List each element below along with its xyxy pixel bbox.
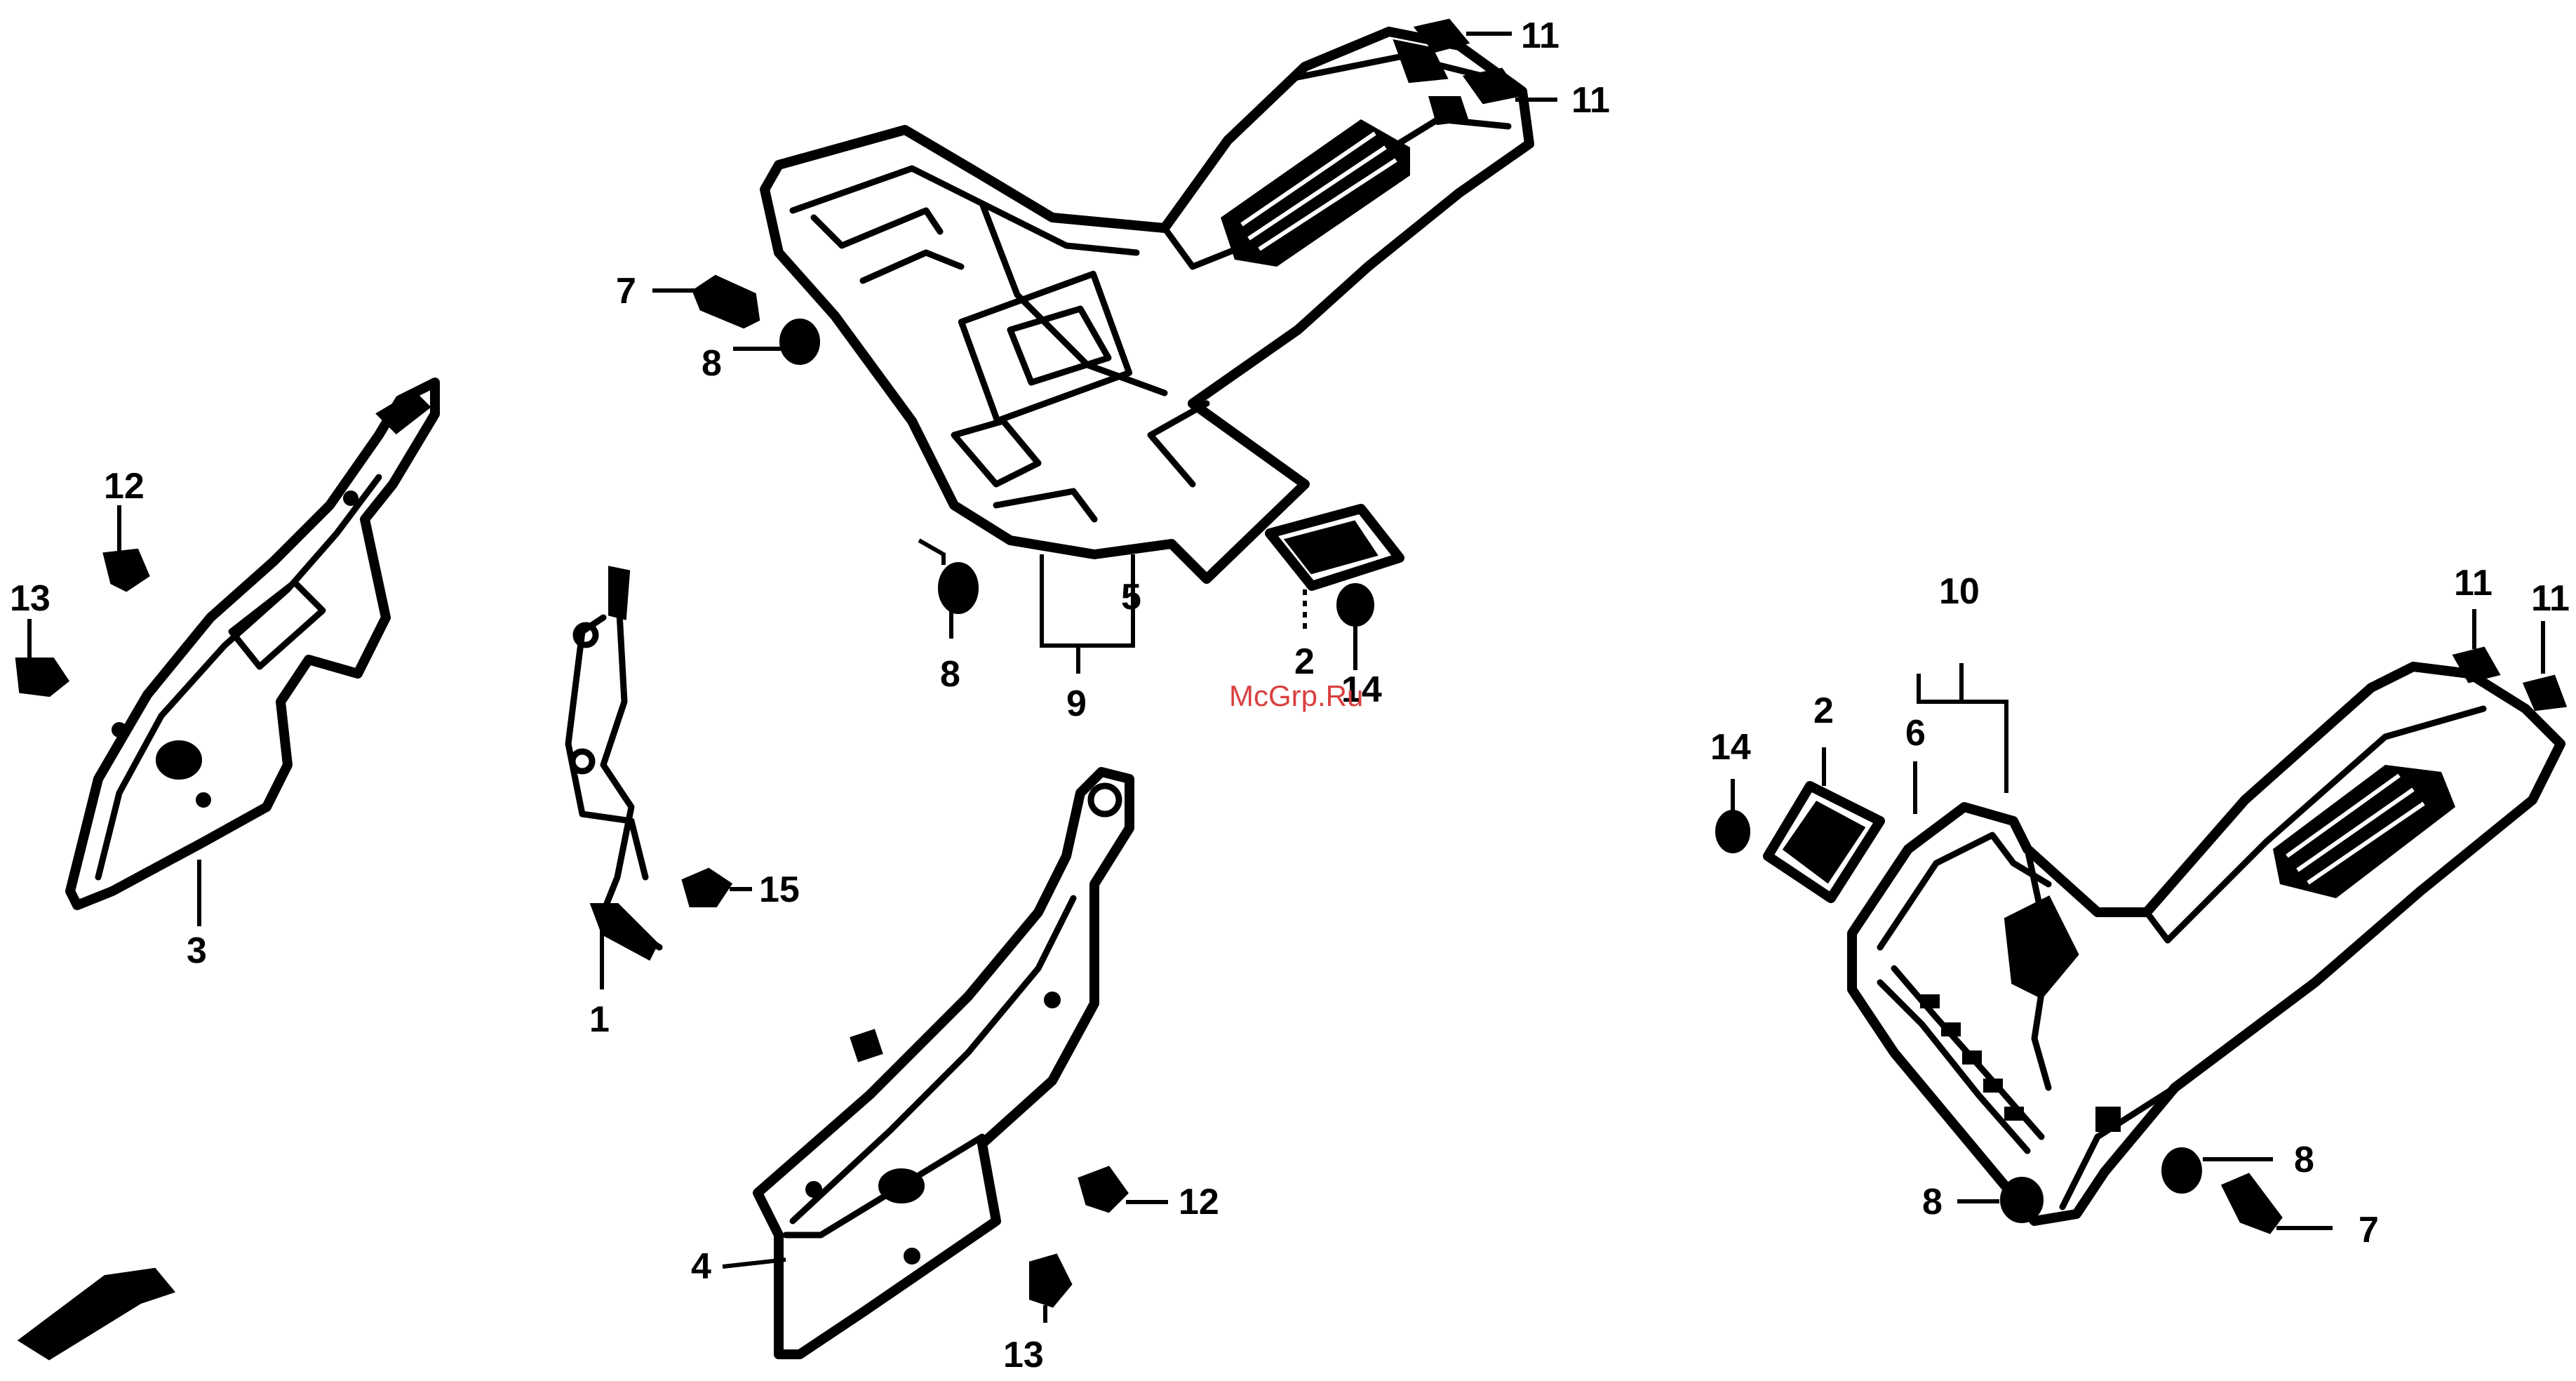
callout-2-right: 2	[1813, 690, 1834, 731]
screw-13-left	[18, 660, 67, 695]
callout-7-top: 7	[616, 271, 636, 312]
watermark-text: McGrp.Ru	[1229, 679, 1363, 712]
callout-13-bottom: 13	[1003, 1335, 1044, 1375]
side-panel-3	[70, 382, 435, 905]
screw-12-bottom	[1080, 1168, 1126, 1210]
callout-11-right-b: 11	[2531, 578, 2570, 619]
callout-5: 5	[1121, 577, 1141, 618]
callout-7-right: 7	[2359, 1210, 2379, 1250]
callout-1: 1	[589, 999, 610, 1040]
bolt-fragment	[21, 1270, 172, 1358]
callout-15: 15	[759, 869, 800, 910]
emblem-2-right	[1768, 786, 1880, 898]
callout-8-right-b: 8	[1922, 1182, 1943, 1222]
side-cover-right	[1852, 667, 2561, 1221]
callout-6: 6	[1905, 713, 1926, 754]
screw-13-bottom	[1031, 1256, 1070, 1305]
callout-12-left: 12	[104, 466, 145, 507]
grommet-8-top-b	[940, 564, 977, 612]
grommet-14-top	[1339, 585, 1372, 625]
callout-2-top: 2	[1294, 641, 1315, 682]
screw-15	[684, 870, 730, 905]
screw-7-top	[695, 277, 758, 326]
callout-9: 9	[1066, 683, 1087, 724]
callout-14-right: 14	[1710, 727, 1751, 768]
callout-3: 3	[187, 930, 207, 971]
screw-7-right	[2224, 1175, 2280, 1232]
callout-8-top-a: 8	[702, 343, 722, 384]
callout-8-top-b: 8	[940, 654, 960, 695]
bracket-1	[568, 568, 659, 958]
grommet-8-right-b	[2002, 1179, 2041, 1221]
grommet-8-top-a	[781, 321, 818, 363]
callout-4: 4	[691, 1246, 711, 1287]
emblem-2-top	[1270, 509, 1400, 586]
grommet-14-right	[1717, 812, 1748, 851]
callout-13-left: 13	[10, 578, 51, 619]
side-cover-left-upper	[765, 32, 1529, 579]
callout-11-right-a: 11	[2454, 563, 2493, 603]
clip-11-right-b	[2525, 677, 2564, 709]
screw-12-left	[105, 551, 147, 589]
callout-11-top-b: 11	[1571, 80, 1610, 121]
side-panel-4	[758, 772, 1129, 1354]
callout-12-bottom: 12	[1179, 1182, 1219, 1222]
grommet-8-right-a	[2164, 1149, 2200, 1192]
callout-10: 10	[1939, 571, 1980, 612]
callout-8-right-a: 8	[2294, 1140, 2314, 1180]
callout-11-top-a: 11	[1521, 15, 1559, 56]
